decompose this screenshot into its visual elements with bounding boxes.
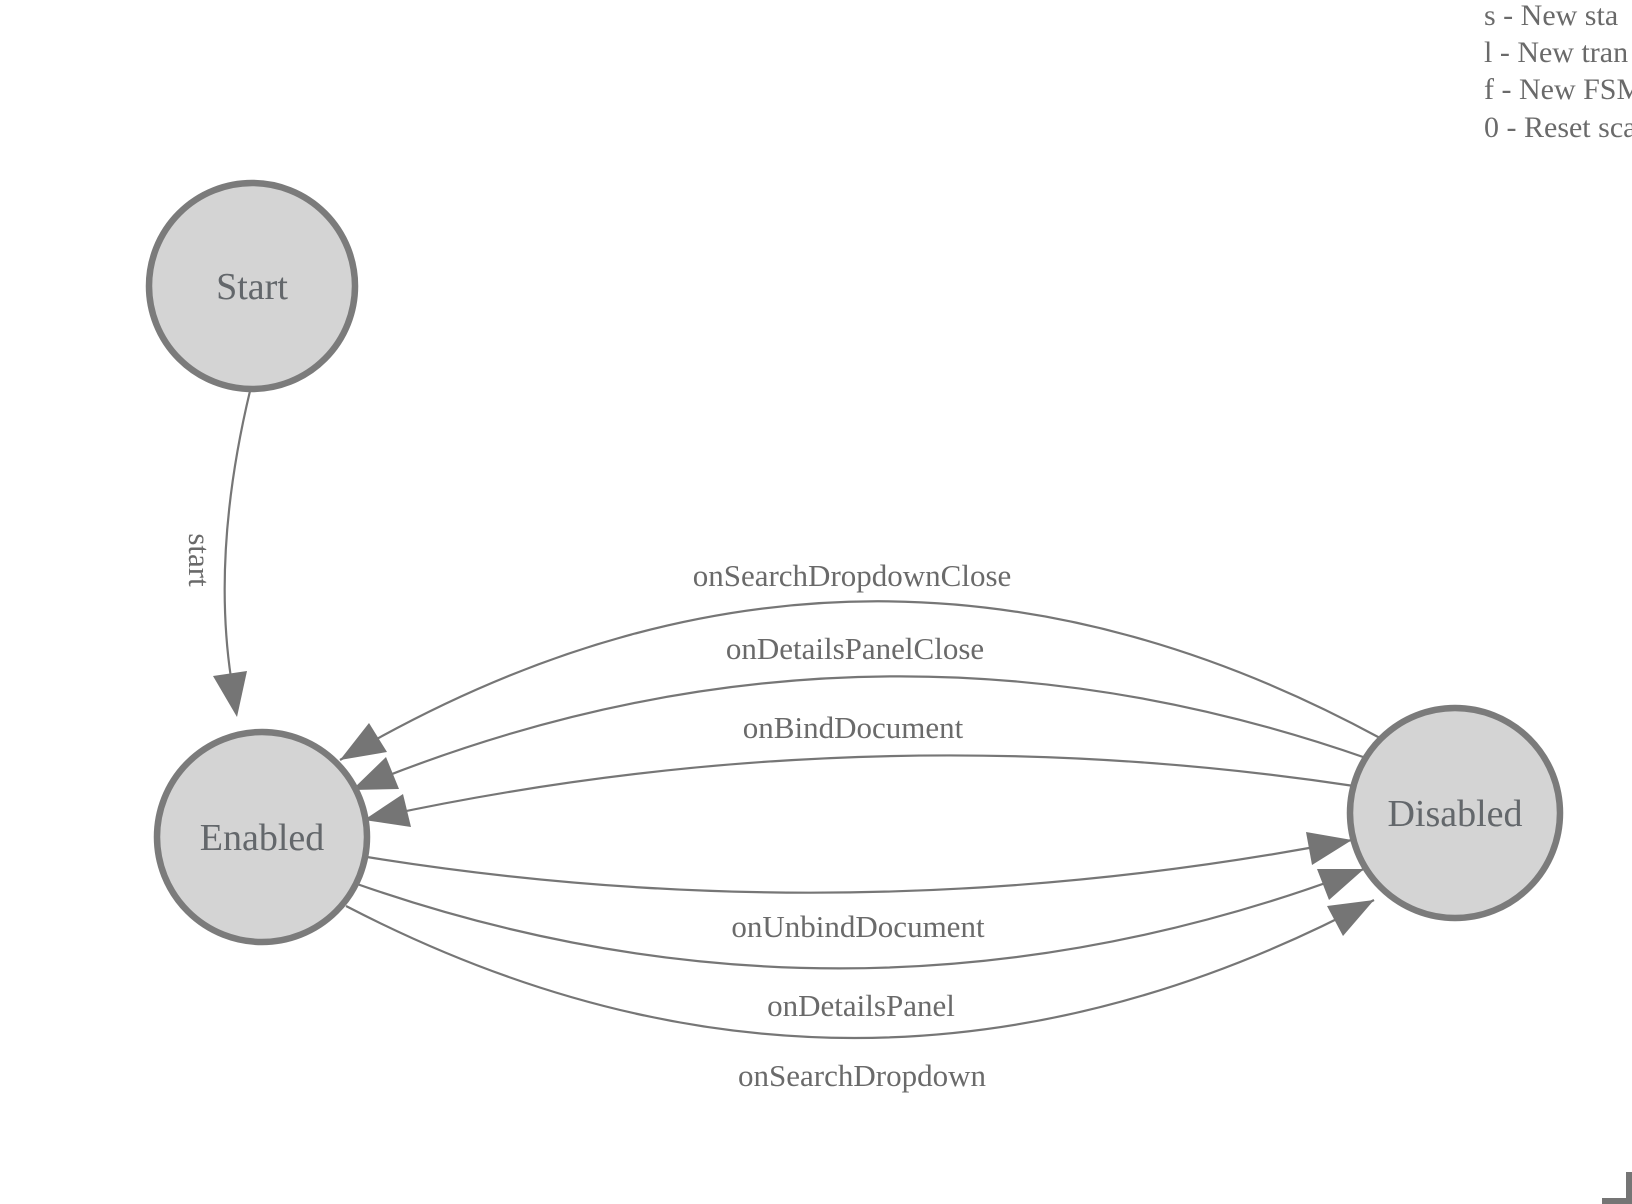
panel-corner-horizontal-bar <box>1602 1198 1632 1204</box>
state-circle-enabled[interactable] <box>153 728 371 946</box>
legend-line-new-fsm: f - New FSM <box>1484 73 1632 106</box>
transition-onUnbindDocument: onUnbindDocument <box>366 832 1353 944</box>
legend-line-new-transition: l - New tran <box>1484 36 1628 69</box>
legend-line-new-state: s - New sta <box>1484 0 1618 32</box>
state-circle-disabled[interactable] <box>1346 704 1564 922</box>
transition-onDetailsPanel: onDetailsPanel <box>356 867 1365 1023</box>
edge-start <box>223 390 252 679</box>
edge-onSearchDropdownClose <box>339 600 1381 761</box>
edge-onUnbindDocument <box>366 838 1353 894</box>
offscreen-panel-corner <box>1602 1172 1632 1204</box>
legend-line-reset: 0 - Reset sca <box>1484 111 1632 144</box>
edge-label-onDetailsPanelClose: onDetailsPanelClose <box>726 631 984 666</box>
edge-onSearchDropdown <box>345 899 1375 1040</box>
arrowhead-onDetailsPanel <box>1317 869 1364 900</box>
edge-label-onUnbindDocument: onUnbindDocument <box>731 909 985 944</box>
edge-label-onDetailsPanel: onDetailsPanel <box>767 988 955 1023</box>
edge-onDetailsPanel <box>356 867 1365 970</box>
shortcut-legend: s - New sta l - New tran f - New FSM 0 -… <box>1484 0 1632 144</box>
transition-onSearchDropdownClose: onSearchDropdownClose <box>339 558 1381 761</box>
arrowhead-start-to-enabled <box>213 671 247 717</box>
state-circle-start[interactable] <box>145 179 359 393</box>
arrowhead-onSearchDropdown <box>1327 900 1374 936</box>
transition-onDetailsPanelClose: onDetailsPanelClose <box>351 631 1367 792</box>
state-node-start[interactable]: Start <box>145 179 359 393</box>
edge-label-onSearchDropdown: onSearchDropdown <box>738 1058 986 1093</box>
state-label-enabled: Enabled <box>200 817 325 859</box>
edge-label-onBindDocument: onBindDocument <box>743 710 964 745</box>
arrowhead-onSearchDropdownClose <box>340 723 387 760</box>
edge-label-onSearchDropdownClose: onSearchDropdownClose <box>693 558 1012 593</box>
state-node-enabled[interactable]: Enabled <box>153 728 371 946</box>
state-label-start: Start <box>216 266 288 308</box>
transition-onSearchDropdown: onSearchDropdown <box>345 899 1375 1093</box>
edge-onBindDocument <box>363 754 1355 822</box>
edge-label-start: start <box>182 533 217 587</box>
state-node-disabled[interactable]: Disabled <box>1346 704 1564 922</box>
state-label-disabled: Disabled <box>1387 793 1522 835</box>
transition-start: start <box>182 390 252 717</box>
arrowhead-onDetailsPanelClose <box>352 757 399 790</box>
edge-onDetailsPanelClose <box>351 675 1367 792</box>
panel-corner-vertical-bar <box>1626 1172 1632 1204</box>
transition-onBindDocument: onBindDocument <box>363 710 1355 827</box>
arrowhead-onUnbindDocument <box>1306 832 1352 865</box>
arrowhead-onBindDocument <box>364 794 411 827</box>
